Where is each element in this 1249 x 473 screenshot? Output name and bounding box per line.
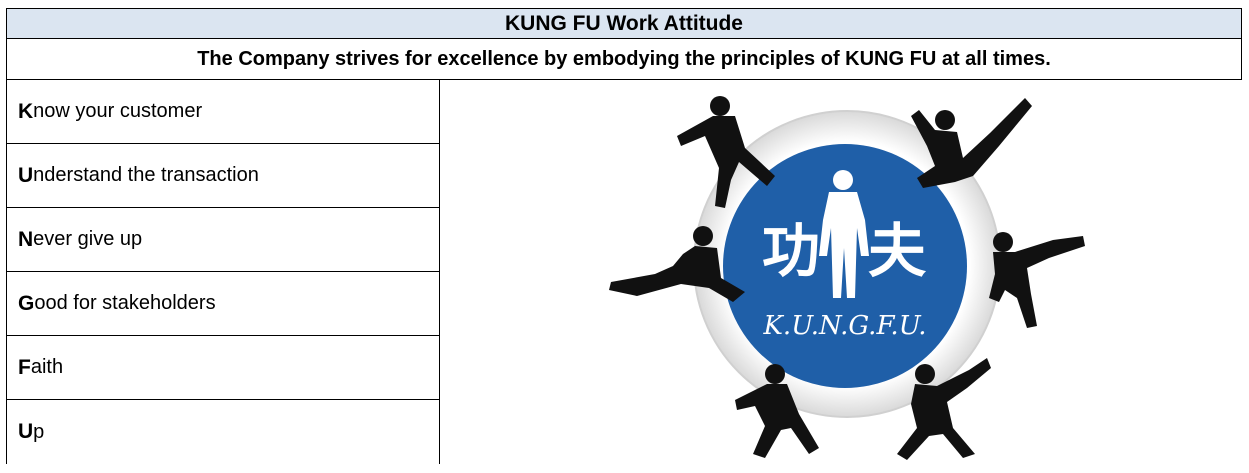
principle-initial: U bbox=[18, 163, 34, 187]
principle-text: nderstand the transaction bbox=[33, 164, 259, 186]
fighter-silhouette-icon bbox=[609, 226, 745, 302]
fighter-silhouette-icon bbox=[911, 98, 1032, 188]
principle-initial: U bbox=[18, 420, 34, 443]
principle-text: aith bbox=[30, 356, 64, 378]
principle-initial: N bbox=[18, 227, 34, 251]
logo-chinese-right: 夫 bbox=[868, 217, 927, 285]
principle-text: now your customer bbox=[33, 100, 203, 122]
principle-text: p bbox=[33, 420, 45, 443]
center-figure-icon bbox=[819, 170, 869, 298]
logo-chinese-left: 功 bbox=[762, 217, 820, 285]
principle-text: ever give up bbox=[33, 228, 143, 250]
kung-fu-table: KUNG FU Work Attitude The Company strive… bbox=[6, 8, 1242, 473]
principle-initial: F bbox=[18, 355, 31, 379]
logo-caption: K.U.N.G.F.U. bbox=[763, 311, 927, 341]
kung-fu-logo: 功 夫 K.U.N.G.F.U. bbox=[609, 96, 1085, 460]
fighter-silhouette-icon bbox=[897, 358, 991, 460]
fighter-silhouette-icon bbox=[677, 96, 775, 208]
principle-initial: K bbox=[18, 99, 34, 123]
table-subtitle: The Company strives for excellence by em… bbox=[6, 39, 1242, 80]
logo-disc bbox=[723, 144, 967, 388]
fighter-silhouette-icon bbox=[989, 232, 1085, 328]
principle-initial: G bbox=[18, 291, 35, 315]
table-title: KUNG FU Work Attitude bbox=[6, 8, 1242, 39]
fighter-silhouette-icon bbox=[735, 364, 819, 458]
principle-text: ood for stakeholders bbox=[34, 292, 216, 314]
